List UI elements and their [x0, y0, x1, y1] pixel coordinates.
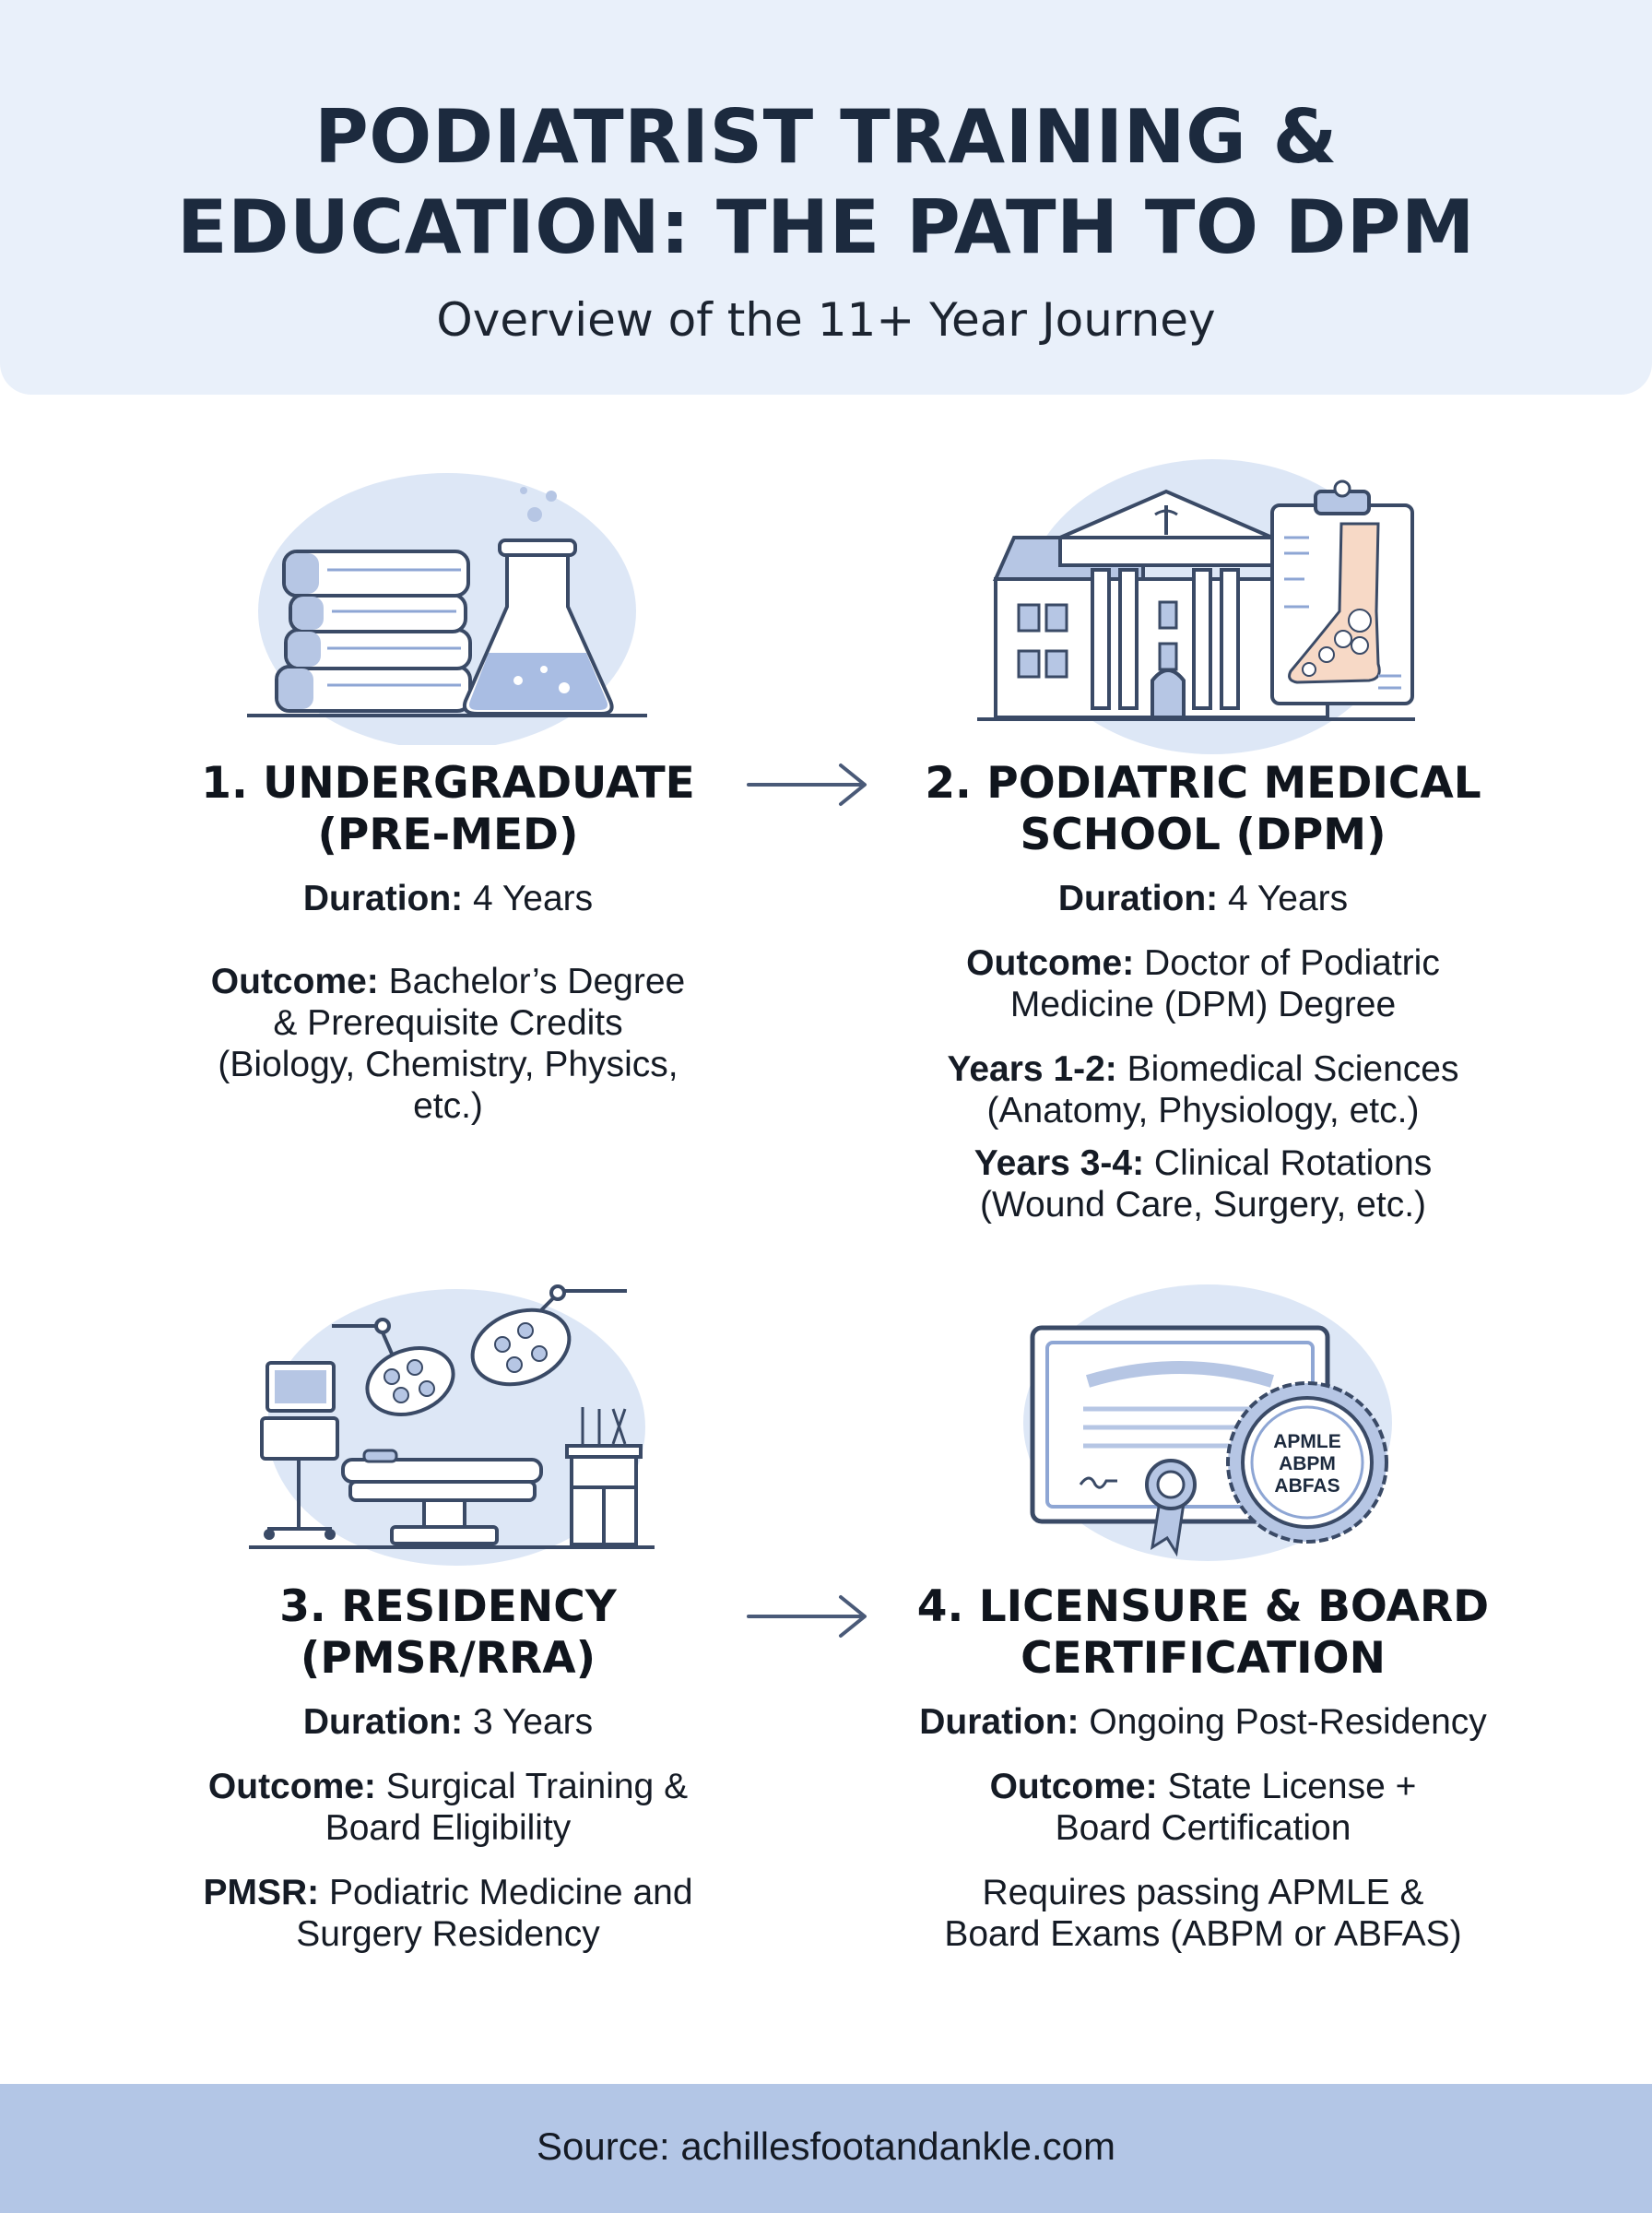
step-4-outcome: Outcome: State License + Board Certifica… — [885, 1766, 1521, 1849]
step-2-years-3-4: Years 3-4: Clinical Rotations (Wound Car… — [913, 1142, 1493, 1225]
step-3-title: 3. RESIDENCY (PMSR/RRA) — [166, 1581, 730, 1685]
step-1-title-line-2: (PRE-MED) — [317, 810, 579, 860]
step-4-title: 4. LICENSURE & BOARD CERTIFICATION — [885, 1581, 1521, 1685]
outcome-value: (Biology, Chemistry, Physics, — [218, 1045, 678, 1084]
years-3-4-label: Years 3-4: — [974, 1143, 1145, 1183]
step-3-title-line-1: 3. RESIDENCY — [279, 1581, 617, 1632]
outcome-label: Outcome: — [207, 1767, 376, 1806]
step-4-title-line-2: CERTIFICATION — [1021, 1633, 1386, 1684]
source-credit: Source: achillesfootandankle.com — [536, 2124, 1116, 2168]
step-4-requirements: Requires passing APMLE & Board Exams (AB… — [885, 1872, 1521, 1955]
duration-label: Duration: — [919, 1702, 1080, 1742]
duration-value: Ongoing Post-Residency — [1079, 1702, 1487, 1742]
step-1-title-line-1: 1. UNDERGRADUATE — [201, 758, 695, 809]
step-3-outcome: Outcome: Surgical Training & Board Eligi… — [166, 1766, 730, 1849]
step-3-duration: Duration: 3 Years — [166, 1701, 730, 1743]
step-2-years-1-2: Years 1-2: Biomedical Sciences (Anatomy,… — [913, 1048, 1493, 1131]
header-banner — [0, 0, 1652, 395]
years-3-4-value: (Wound Care, Surgery, etc.) — [979, 1185, 1427, 1225]
outcome-value: Medicine (DPM) Degree — [1009, 985, 1397, 1024]
step-2-title-line-1: 2. PODIATRIC MEDICAL — [925, 758, 1481, 809]
years-1-2-label: Years 1-2: — [947, 1049, 1117, 1089]
duration-value: 3 Years — [463, 1702, 594, 1742]
years-1-2-value: (Anatomy, Physiology, etc.) — [986, 1091, 1420, 1130]
pmsr-label: PMSR: — [203, 1873, 320, 1912]
outcome-value: & Prerequisite Credits — [273, 1003, 623, 1043]
arrow-right-icon — [745, 1593, 870, 1644]
footer-bar: Source: achillesfootandankle.com — [0, 2084, 1652, 2213]
step-2-duration: Duration: 4 Years — [913, 878, 1493, 919]
page-subtitle: Overview of the 11+ Year Journey — [436, 293, 1216, 347]
step-3-card: 3. RESIDENCY (PMSR/RRA) Duration: 3 Year… — [166, 1581, 730, 1955]
books-and-flask-icon — [230, 459, 664, 745]
step-4-title-line-1: 4. LICENSURE & BOARD — [916, 1581, 1490, 1632]
duration-label: Duration: — [302, 879, 464, 918]
foot-xray-clipboard-icon — [1270, 479, 1414, 705]
pmsr-value: Surgery Residency — [296, 1914, 600, 1954]
outcome-value: Board Certification — [1055, 1808, 1351, 1848]
duration-label: Duration: — [302, 1702, 464, 1742]
outcome-value: Board Eligibility — [324, 1808, 572, 1848]
certificate-with-seal-icon: APMLE ABPM ABFAS — [1014, 1280, 1401, 1566]
step-4-card: 4. LICENSURE & BOARD CERTIFICATION Durat… — [885, 1581, 1521, 1955]
outcome-label: Outcome: — [989, 1767, 1158, 1806]
step-1-outcome: Outcome: Bachelor’s Degree & Prerequisit… — [166, 961, 730, 1127]
page-title: PODIATRIST TRAINING & EDUCATION: THE PAT… — [0, 92, 1652, 273]
outcome-value: State License + — [1157, 1767, 1417, 1806]
step-1-title: 1. UNDERGRADUATE (PRE-MED) — [166, 758, 730, 861]
seal-text-apmle: APMLE — [1273, 1431, 1341, 1452]
outcome-value: Doctor of Podiatric — [1134, 943, 1440, 983]
step-3-title-line-2: (PMSR/RRA) — [300, 1633, 596, 1684]
seal-text-abpm: ABPM — [1279, 1453, 1336, 1474]
duration-value: 4 Years — [463, 879, 594, 918]
outcome-value: Bachelor’s Degree — [378, 962, 686, 1001]
duration-value: 4 Years — [1218, 879, 1349, 918]
outcome-label: Outcome: — [966, 943, 1135, 983]
years-1-2-value: Biomedical Sciences — [1116, 1049, 1459, 1089]
step-2-outcome: Outcome: Doctor of Podiatric Medicine (D… — [913, 942, 1493, 1025]
step-2-title: 2. PODIATRIC MEDICAL SCHOOL (DPM) — [913, 758, 1493, 861]
step-2-title-line-2: SCHOOL (DPM) — [1020, 810, 1386, 860]
step-4-duration: Duration: Ongoing Post-Residency — [885, 1701, 1521, 1743]
step-3-pmsr: PMSR: Podiatric Medicine and Surgery Res… — [166, 1872, 730, 1955]
pmsr-value: Podiatric Medicine and — [319, 1873, 693, 1912]
arrow-right-icon — [745, 762, 870, 812]
seal-text-abfas: ABFAS — [1274, 1475, 1339, 1497]
operating-room-icon — [240, 1280, 664, 1566]
step-1-duration: Duration: 4 Years — [166, 878, 730, 919]
duration-label: Duration: — [1057, 879, 1219, 918]
page-title-line-1: PODIATRIST TRAINING & — [314, 94, 1338, 180]
step-2-card: 2. PODIATRIC MEDICAL SCHOOL (DPM) Durati… — [913, 758, 1493, 1225]
outcome-label: Outcome: — [210, 962, 379, 1001]
requirements-line: Board Exams (ABPM or ABFAS) — [944, 1914, 1462, 1954]
outcome-value: etc.) — [413, 1086, 483, 1126]
years-3-4-value: Clinical Rotations — [1144, 1143, 1433, 1183]
page-title-line-2: EDUCATION: THE PATH TO DPM — [176, 184, 1476, 270]
outcome-value: Surgical Training & — [375, 1767, 689, 1806]
medical-school-building-icon — [973, 450, 1434, 754]
requirements-line: Requires passing APMLE & — [982, 1873, 1424, 1912]
step-1-card: 1. UNDERGRADUATE (PRE-MED) Duration: 4 Y… — [166, 758, 730, 1127]
